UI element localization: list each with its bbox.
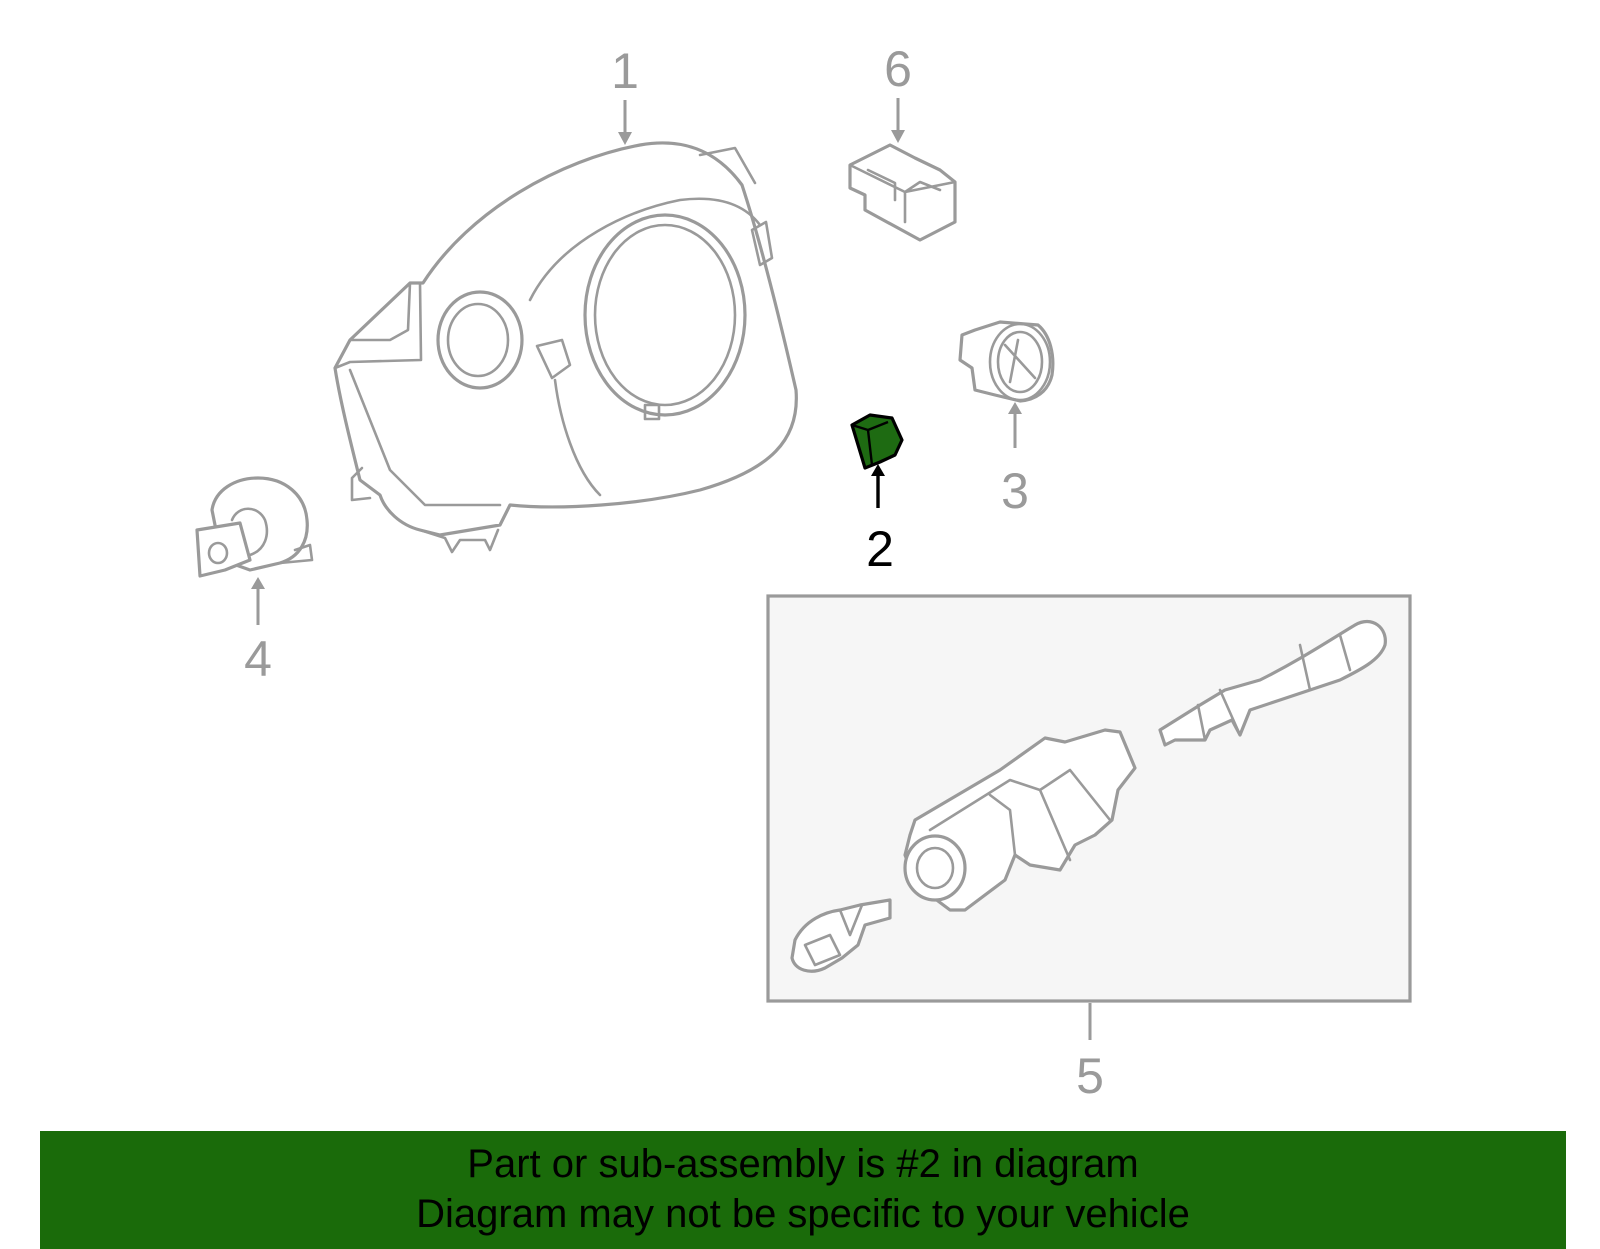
switch-block-body <box>848 143 957 242</box>
leader-lines <box>251 98 1092 1040</box>
clip-edge <box>851 420 889 466</box>
left-stalk-collar <box>838 903 864 937</box>
ignition-boss-inner <box>446 302 510 378</box>
shroud-seam <box>553 378 602 497</box>
leader-2-arrowhead <box>871 464 885 476</box>
callout-5: 5 <box>1076 1048 1104 1104</box>
housing-body <box>958 320 1055 403</box>
housing-face-outer <box>988 322 1052 402</box>
switch-block-top-face <box>848 163 957 224</box>
banner-line-disclaimer: Diagram may not be specific to your vehi… <box>416 1192 1190 1236</box>
housing-spokes <box>1003 338 1037 384</box>
shroud-bottom-edge <box>418 528 500 554</box>
callout-2: 2 <box>866 521 894 577</box>
shroud-side-tab <box>535 338 572 380</box>
part-6-switch-block[interactable] <box>848 143 957 242</box>
callout-1: 1 <box>611 43 639 99</box>
leader-3-arrowhead <box>1008 402 1022 414</box>
callout-4: 4 <box>244 631 272 687</box>
shroud-bottom-clip <box>350 466 372 502</box>
right-stalk-knob-line <box>1298 633 1352 692</box>
part-1-column-shroud[interactable] <box>333 141 798 554</box>
gauge-bottom-clip <box>643 403 661 421</box>
part-3-switch-housing[interactable] <box>958 320 1055 403</box>
switch-end-cap <box>903 834 967 902</box>
leader-6-arrowhead <box>891 130 905 143</box>
shroud-left-wing <box>333 281 423 370</box>
leader-4-arrowhead <box>251 577 265 589</box>
part-4-lock-cylinder[interactable] <box>195 476 314 578</box>
right-stalk-collar <box>1196 688 1242 742</box>
cylinder-collar <box>230 507 269 557</box>
part-2-highlighted-clip[interactable] <box>850 413 904 470</box>
ignition-boss-outer <box>436 290 524 390</box>
right-stalk <box>1158 619 1387 747</box>
callout-3: 3 <box>1001 463 1029 519</box>
left-stalk <box>790 898 892 973</box>
cylinder-tab <box>278 543 314 565</box>
clip-body <box>850 413 904 470</box>
callout-numbers: 1 6 3 2 4 5 <box>244 41 1104 1104</box>
banner-line-part: Part or sub-assembly is #2 in diagram <box>467 1142 1139 1186</box>
shroud-lower-rib <box>348 368 502 507</box>
left-stalk-knob <box>803 933 842 967</box>
cylinder-square-boss <box>195 521 252 578</box>
part-5-combination-switch-assembly[interactable] <box>766 594 1412 1003</box>
switch-end-cap-inner <box>915 846 955 890</box>
callout-6: 6 <box>884 41 912 97</box>
shroud-right-tab <box>750 220 774 267</box>
cylinder-keyhole <box>207 541 229 565</box>
shroud-top-tab <box>698 146 757 185</box>
gauge-opening-outer <box>583 213 747 417</box>
housing-face-inner <box>996 330 1044 394</box>
part-info-banner: Part or sub-assembly is #2 in diagram Di… <box>40 1131 1566 1249</box>
switch-block-slot <box>866 168 897 202</box>
shroud-inner-ridge <box>528 197 762 302</box>
leader-1-arrowhead <box>618 132 632 145</box>
switch-body-ridge <box>928 768 1112 862</box>
gauge-opening-inner <box>593 223 737 407</box>
